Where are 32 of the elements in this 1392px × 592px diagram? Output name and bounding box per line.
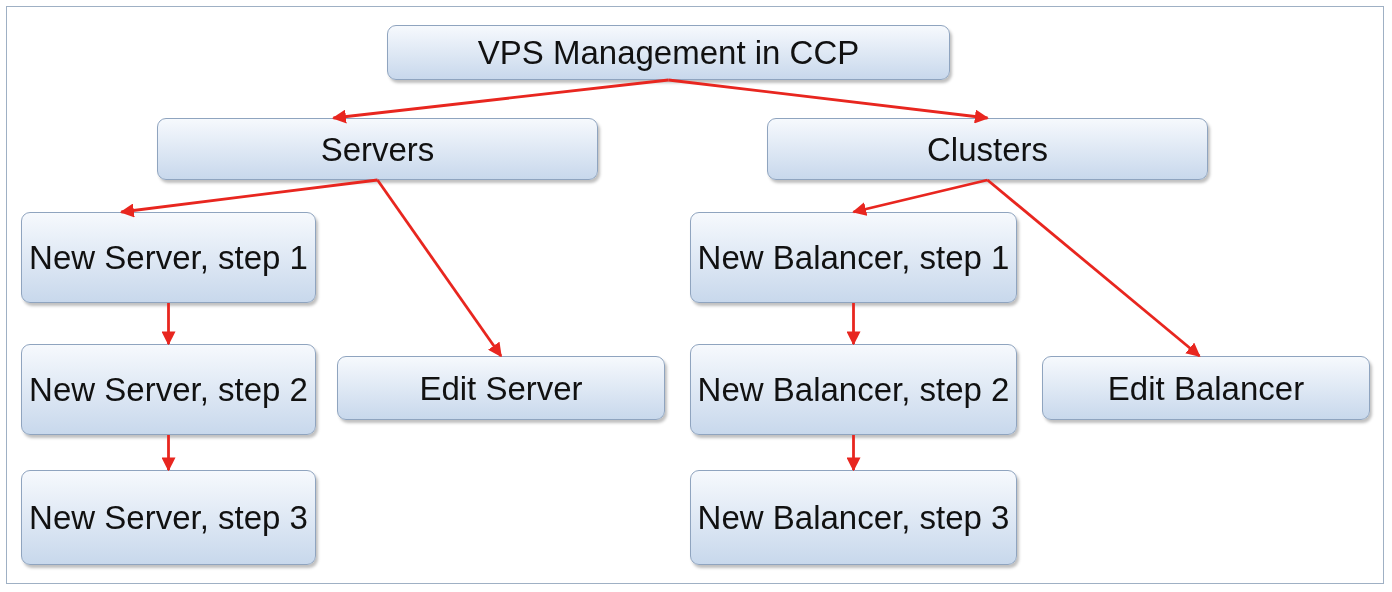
process-box <box>690 344 1017 435</box>
node-label: New Balancer, step 3 <box>696 498 1011 538</box>
process-box <box>21 470 316 565</box>
arrow <box>846 303 861 346</box>
process-box <box>337 356 665 420</box>
arrow <box>986 178 1201 358</box>
process-box <box>157 118 598 180</box>
arrow <box>852 178 988 216</box>
process-box <box>690 470 1017 565</box>
arrow <box>668 78 989 124</box>
process-box <box>767 118 1208 180</box>
node-label: New Server, step 1 <box>28 238 309 278</box>
process-box <box>1042 356 1370 420</box>
arrow <box>161 303 176 346</box>
node-label: Clusters <box>926 129 1049 170</box>
arrow <box>161 435 176 472</box>
arrow <box>376 179 503 358</box>
node-label: Edit Balancer <box>1106 368 1306 409</box>
arrow <box>119 178 378 218</box>
process-box <box>690 212 1017 303</box>
node-label: VPS Management in CCP <box>476 33 861 73</box>
node-label: New Server, step 2 <box>28 370 309 410</box>
process-box <box>387 25 950 80</box>
node-label: Edit Server <box>418 368 584 409</box>
arrow <box>332 78 669 124</box>
node-label: Servers <box>319 129 436 170</box>
arrow <box>846 435 861 472</box>
process-box <box>21 344 316 435</box>
node-label: New Balancer, step 1 <box>696 238 1011 278</box>
node-label: New Balancer, step 2 <box>696 370 1011 410</box>
node-label: New Server, step 3 <box>28 498 309 538</box>
process-box <box>21 212 316 303</box>
